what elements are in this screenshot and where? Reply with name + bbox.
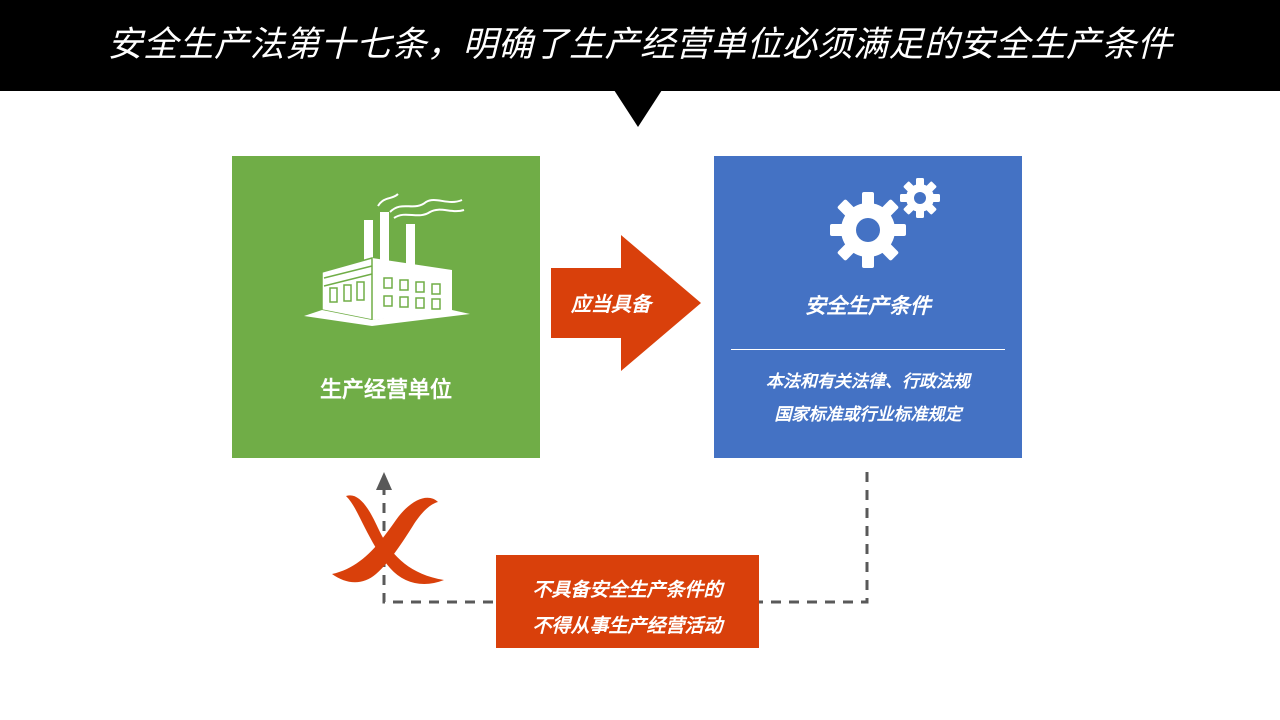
prohibition-box: 不具备安全生产条件的 不得从事生产经营活动 <box>496 555 759 648</box>
header-pointer <box>614 90 662 127</box>
conditions-title: 安全生产条件 <box>805 294 931 318</box>
header-bar: 安全生产法第十七条，明确了生产经营单位必须满足的安全生产条件 <box>0 0 1280 91</box>
arrow-label: 应当具备 <box>571 292 651 316</box>
entity-box: 生产经营单位 <box>232 156 540 458</box>
prohibition-line-1: 不具备安全生产条件的 <box>532 579 723 601</box>
gears-icon <box>830 178 940 268</box>
arrow-icon <box>551 235 701 371</box>
divider <box>731 349 1005 350</box>
condition-line-2: 国家标准或行业标准规定 <box>774 405 962 425</box>
condition-line-1: 本法和有关法律、行政法规 <box>766 372 970 392</box>
page-title: 安全生产法第十七条，明确了生产经营单位必须满足的安全生产条件 <box>107 25 1173 65</box>
cross-icon <box>332 495 444 584</box>
factory-icon <box>304 193 470 326</box>
entity-label: 生产经营单位 <box>319 378 452 403</box>
conditions-box: 安全生产条件 本法和有关法律、行政法规 国家标准或行业标准规定 <box>714 156 1022 458</box>
prohibition-line-2: 不得从事生产经营活动 <box>532 615 723 637</box>
